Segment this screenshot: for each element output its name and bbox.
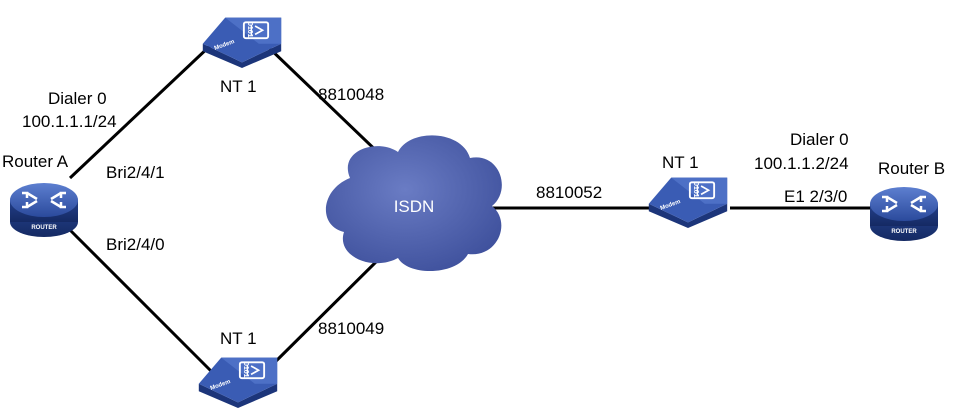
router-a-dialer-label: Dialer 0 — [48, 89, 107, 108]
router-a-bri-bottom-label: Bri2/4/0 — [106, 235, 165, 254]
modem-bits: 0101 — [692, 182, 699, 198]
router-a[interactable]: ROUTER — [10, 183, 78, 237]
router-b-e1-label: E1 2/3/0 — [784, 187, 847, 206]
router-b-name: Router B — [878, 159, 945, 178]
modem-bits: 0101 — [242, 362, 249, 378]
router-arrows-icon — [22, 191, 66, 209]
router-a-ip-label: 100.1.1.1/24 — [22, 112, 117, 131]
link-nt-bottom-isdn — [263, 248, 390, 374]
nt-right-label: NT 1 — [662, 153, 699, 172]
router-b[interactable]: ROUTER — [870, 187, 938, 241]
modem-nt-right[interactable]: Modem 0101 — [647, 176, 729, 228]
router-a-bri-top-label: Bri2/4/1 — [106, 163, 165, 182]
modem-bits: 0101 — [246, 22, 253, 38]
router-badge: ROUTER — [31, 225, 57, 231]
link-router-a-nt-bottom — [68, 228, 214, 374]
isdn-label: ISDN — [394, 197, 435, 216]
link-nt-top-isdn — [263, 42, 390, 164]
router-arrows-icon — [882, 195, 926, 213]
nt-bottom-label: NT 1 — [220, 329, 257, 348]
router-a-name: Router A — [2, 152, 69, 171]
router-b-ip-label: 100.1.1.2/24 — [754, 154, 849, 173]
nt-top-number: 8810048 — [318, 85, 384, 104]
nt-right-number: 8810052 — [536, 183, 602, 202]
modem-nt-bottom[interactable]: Modem 0101 — [197, 356, 279, 408]
router-b-dialer-label: Dialer 0 — [790, 130, 849, 149]
modem-nt-top[interactable]: Modem 0101 — [201, 16, 283, 68]
nt-bottom-number: 8810049 — [318, 319, 384, 338]
router-badge: ROUTER — [891, 229, 917, 235]
link-router-a-nt-top — [68, 42, 214, 180]
isdn-cloud: ISDN — [325, 135, 502, 272]
nt-top-label: NT 1 — [220, 77, 257, 96]
